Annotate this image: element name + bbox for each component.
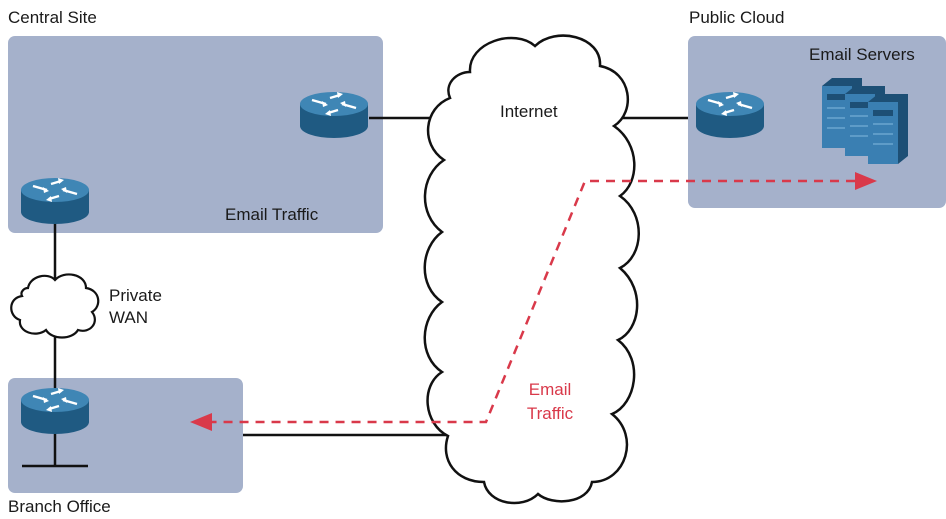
email-servers-label: Email Servers [809,45,915,64]
email-server-icon [867,93,909,165]
email-traffic-path [200,179,871,424]
cloud-email-traffic-label-line2: Traffic [526,404,574,423]
central-site-router-icon [298,90,370,140]
traffic-arrowhead-right-icon [855,172,877,190]
central-site-box [8,36,383,233]
traffic-arrowhead-left-icon [190,413,212,431]
branch-office-label: Branch Office [8,497,111,516]
private-wan-cloud-icon [10,273,100,339]
central-site-edge-router-icon [19,176,91,226]
private-wan-label-line1: Private [109,286,162,305]
public-cloud-box [688,36,946,208]
public-cloud-label: Public Cloud [689,8,785,27]
branch-office-router-icon [19,386,91,436]
private-wan-label-line2: WAN [109,308,149,327]
public-cloud-router-icon [694,90,766,140]
internet-label: Internet [500,102,558,121]
central-site-label: Central Site [8,8,97,27]
internet-cloud-icon [423,34,640,505]
central-email-traffic-label: Email Traffic [225,205,319,224]
cloud-email-traffic-label-line1: Email [528,380,572,399]
